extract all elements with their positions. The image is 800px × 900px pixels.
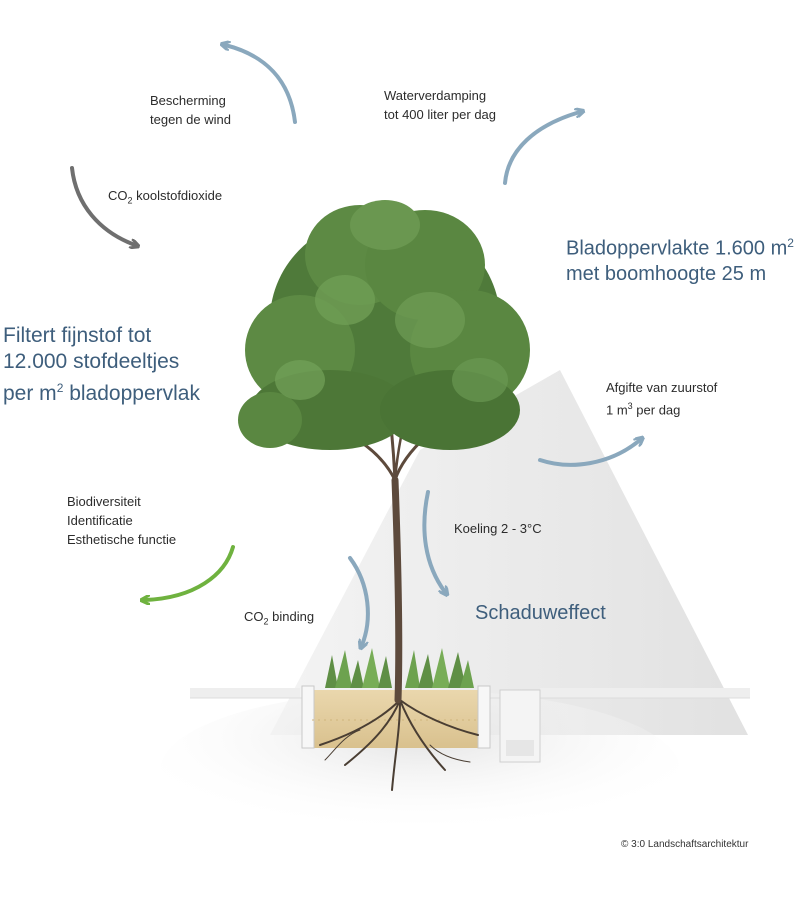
oxygen-label: Afgifte van zuurstof 1 m3 per dag (606, 380, 718, 418)
dust-filter-heading: Filtert fijnstof tot 12.000 stofdeeltjes… (3, 324, 200, 405)
biodiversity-label: Biodiversiteit Identificatie Esthetische… (67, 494, 177, 547)
tree-crown (238, 200, 530, 450)
cooling-label: Koeling 2 - 3°C (454, 521, 542, 536)
co2-binding-arrow (348, 556, 370, 645)
leaf-area-heading: Bladoppervlakte 1.600 m2 met boomhoogte … (566, 236, 794, 285)
planter-wall-right (477, 685, 491, 749)
grass (325, 648, 474, 688)
pavement-right (540, 688, 750, 698)
evaporation-label: Waterverdamping tot 400 liter per dag (384, 88, 497, 122)
evaporation-arrow (503, 112, 580, 185)
copyright-credit: © 3:0 Landschaftsarchitektur (621, 839, 749, 850)
co2-absorb-label: CO2 koolstofdioxide (108, 188, 223, 206)
shade-wedge (270, 370, 748, 735)
cooling-arrow (422, 490, 445, 592)
pavement-left (190, 688, 300, 698)
co2-absorb-arrow (70, 166, 135, 245)
wind-label: Bescherming tegen de wind (150, 93, 231, 127)
planter-wall-left (301, 685, 315, 749)
oxygen-arrow (538, 440, 640, 467)
co2-binding-label: CO2 binding (244, 609, 315, 627)
wind-arrow (225, 45, 297, 124)
ground-gravel (160, 690, 680, 850)
shade-heading: Schaduweffect (475, 602, 606, 624)
roots (319, 699, 479, 791)
biodiversity-arrow (145, 545, 235, 600)
